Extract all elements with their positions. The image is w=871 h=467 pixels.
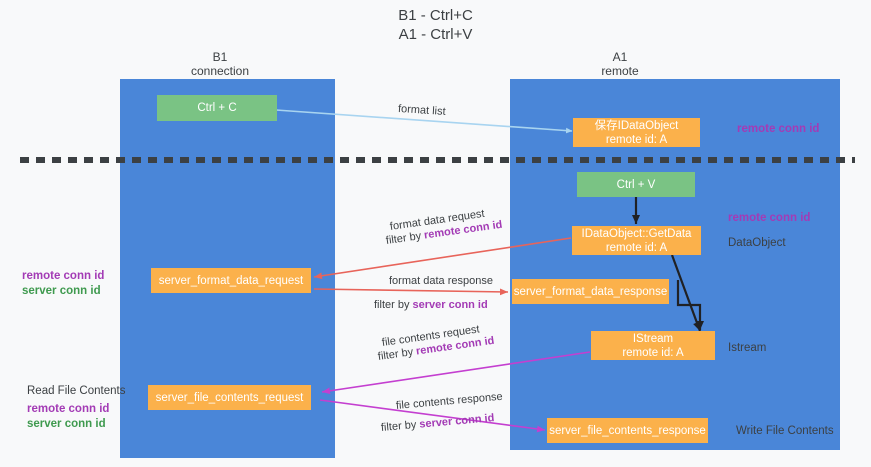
column-header-a1: A1 remote [540,50,700,78]
node-server-file-contents-request[interactable]: server_file_contents_request [148,385,311,410]
column-header-a1-name: A1 [612,50,628,64]
annotation-istream: Istream [728,342,767,354]
node-save-dataobject-label: 保存IDataObject [594,119,679,132]
node-ctrl-v-label: Ctrl + V [616,178,656,191]
annotation-write-file-contents: Write File Contents [736,425,834,437]
phase-divider [20,157,855,163]
annotation-left-remote-conn-id-2: remote conn id [27,403,110,415]
edge-label-format-data-response: format data response [389,275,493,287]
edge-label-file-contents-response: file contents response [395,390,504,412]
node-server-format-data-request[interactable]: server_format_data_request [151,268,311,293]
node-save-dataobject-sub: remote id: A [605,133,668,146]
node-server-format-data-response-label: server_format_data_response [513,285,668,298]
node-istream-label: IStream [632,332,674,345]
column-header-b1: B1 connection [140,50,300,78]
column-header-a1-sub: remote [601,64,639,78]
node-getdata-sub: remote id: A [605,241,668,254]
node-getdata[interactable]: IDataObject::GetData remote id: A [572,226,701,255]
node-server-format-data-response[interactable]: server_format_data_response [512,279,669,304]
edge-label-format-data-response-filter: filter by server conn id [374,298,488,312]
node-getdata-label: IDataObject::GetData [581,227,692,240]
node-server-file-contents-request-label: server_file_contents_request [155,391,304,404]
annotation-left-server-conn-id-2: server conn id [27,418,106,430]
edge-label-file-contents-response-filter-value: server conn id [418,412,495,431]
annotation-left-server-conn-id-1: server conn id [22,285,101,297]
edge-label-format-list: format list [397,103,446,118]
edge-label-file-contents-response-filter-prefix: filter by [380,418,420,434]
node-istream-sub: remote id: A [622,346,684,359]
node-ctrl-v[interactable]: Ctrl + V [577,172,695,197]
edge-label-format-data-request-filter-prefix: filter by [385,229,425,247]
node-server-format-data-request-label: server_format_data_request [158,274,304,287]
annotation-remote-conn-id-top: remote conn id [737,123,820,135]
annotation-read-file-contents: Read File Contents [27,385,126,397]
edge-label-file-contents-request-filter-prefix: filter by [377,345,417,363]
edge-label-format-data-response-filter-prefix: filter by [374,299,413,311]
annotation-left-remote-conn-id-1: remote conn id [22,270,105,282]
node-save-dataobject[interactable]: 保存IDataObject remote id: A [573,118,700,147]
title-line-1: B1 - Ctrl+C [398,7,473,24]
node-ctrl-c-label: Ctrl + C [197,102,237,114]
annotation-remote-conn-id-mid: remote conn id [728,212,811,224]
edge-label-file-contents-response-filter: filter by server conn id [380,411,495,435]
edge-format-data-response [313,288,509,296]
annotation-dataobject: DataObject [728,237,786,249]
edge-label-format-data-response-filter-value: server conn id [412,299,488,311]
node-ctrl-c[interactable]: Ctrl + C [157,95,277,121]
node-istream[interactable]: IStream remote id: A [591,331,715,360]
title-line-2: A1 - Ctrl+V [398,26,473,43]
column-header-b1-name: B1 [212,50,228,64]
column-header-b1-sub: connection [190,64,250,78]
page-title: B1 - Ctrl+C A1 - Ctrl+V [0,6,871,44]
node-server-file-contents-response-label: server_file_contents_response [549,424,706,437]
node-server-file-contents-response[interactable]: server_file_contents_response [547,418,708,443]
